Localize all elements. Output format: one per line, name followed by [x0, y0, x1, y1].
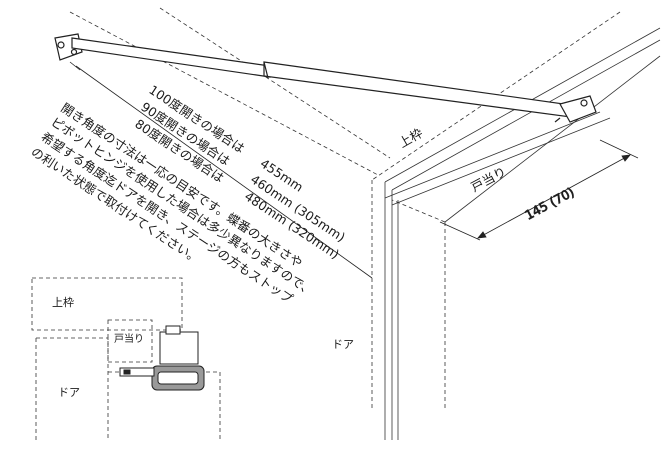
- arm-length-dimension-line: [69, 61, 373, 279]
- door-label: ドア: [332, 338, 354, 351]
- inset-top-frame-label: 上枠: [52, 295, 74, 309]
- inset-door-stop-label: 戸当り: [114, 332, 144, 345]
- inset-closer-body: [119, 325, 205, 391]
- inset-door-label: ドア: [58, 386, 80, 399]
- door-stop-label: 戸当り: [468, 164, 508, 195]
- closer-arm: [54, 33, 597, 123]
- offset-dimension: 145 (70): [439, 139, 639, 241]
- offset-dimension-text: 145 (70): [522, 184, 576, 222]
- note-line-3: 希望する角度迄ドアを開き、ステージの方もストップ: [38, 129, 296, 307]
